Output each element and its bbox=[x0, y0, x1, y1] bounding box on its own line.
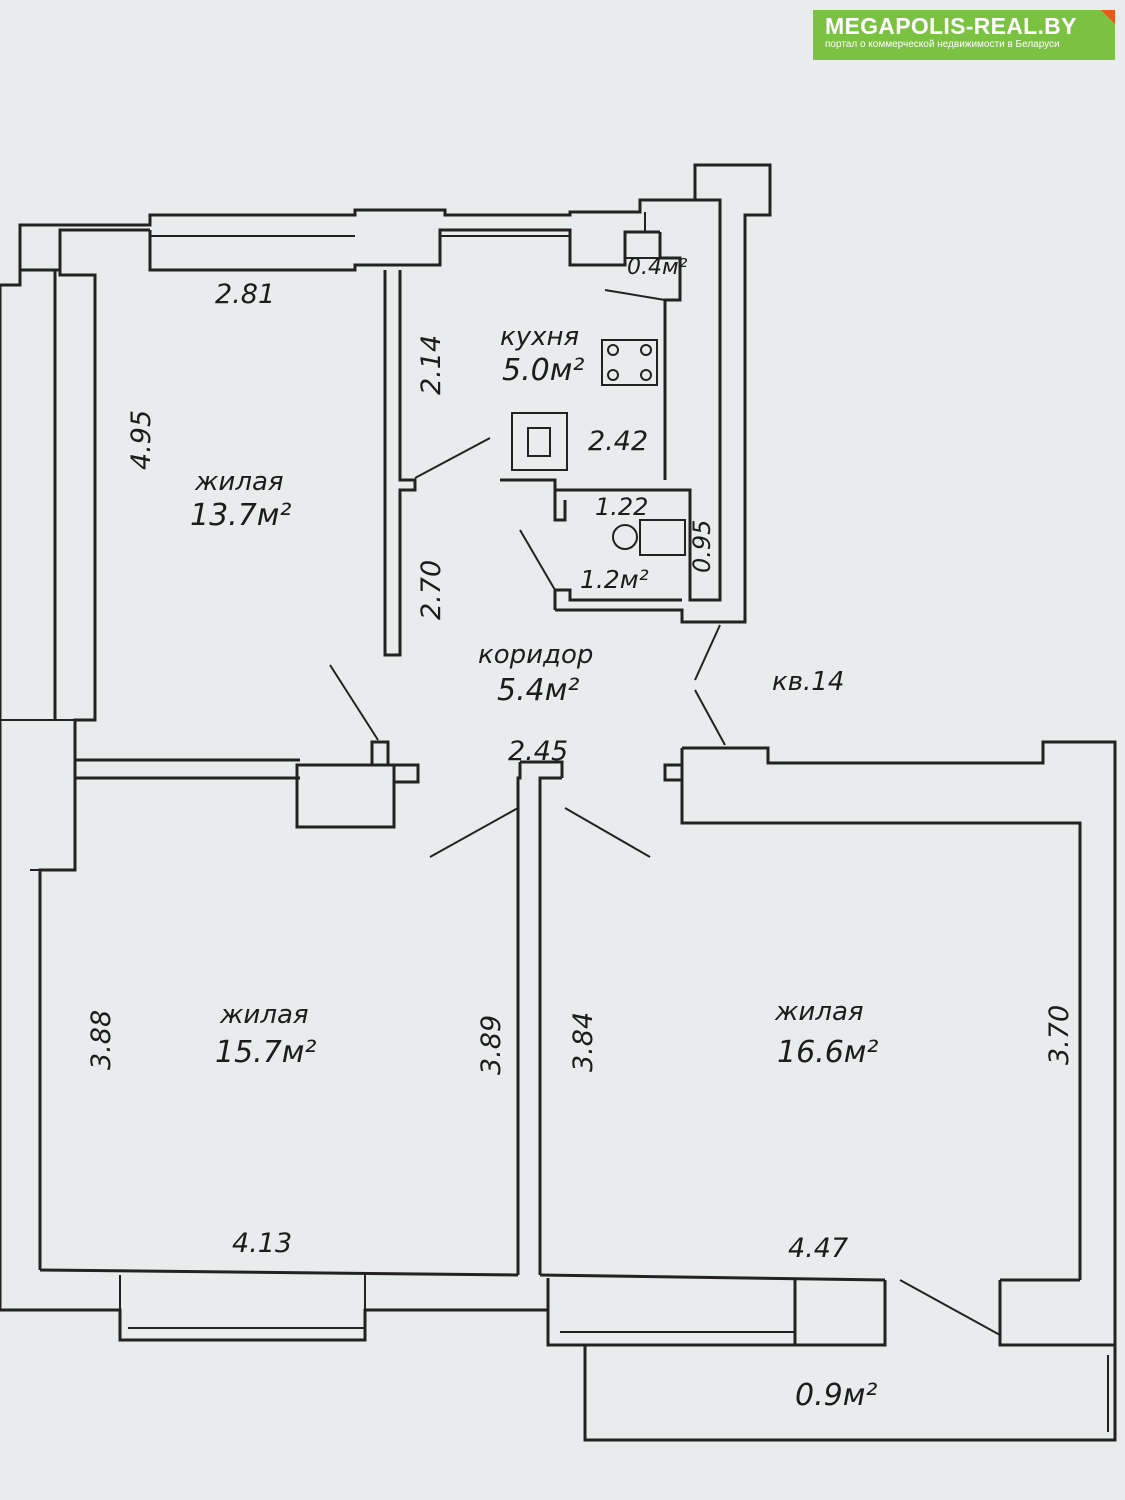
dim-bath-width: 1.22 bbox=[595, 493, 648, 521]
toilet bbox=[612, 519, 686, 556]
kitchen-sink bbox=[511, 412, 568, 471]
balcony-area: 0.9м² bbox=[795, 1378, 877, 1413]
dim-top-room-width: 2.81 bbox=[215, 279, 275, 310]
dim-kitchen-height: 2.14 bbox=[416, 335, 447, 395]
living-top-name: жилая bbox=[194, 467, 284, 497]
living-right-area: 16.6м² bbox=[777, 1035, 878, 1070]
dim-bath-height: 0.95 bbox=[688, 520, 716, 573]
bathroom-walls bbox=[519, 490, 682, 610]
dim-right-room-width: 4.47 bbox=[788, 1233, 848, 1264]
right-room-top-wall bbox=[663, 740, 1117, 1312]
logo-subtitle: портал о коммерческой недвижимости в Бел… bbox=[825, 39, 1060, 50]
logo-title: MEGAPOLIS-REAL.BY bbox=[825, 13, 1077, 39]
dim-right-room-height-b: 3.70 bbox=[1044, 1005, 1075, 1065]
central-partition bbox=[516, 760, 564, 1275]
bathroom-area: 1.2м² bbox=[580, 565, 649, 594]
dim-left-room-height-a: 3.88 bbox=[86, 1010, 117, 1070]
right-riser-wall bbox=[500, 180, 772, 624]
kitchen-name: кухня bbox=[500, 322, 579, 352]
dim-left-room-width: 4.13 bbox=[232, 1228, 292, 1259]
balcony bbox=[583, 1345, 1117, 1442]
dim-right-room-height-a: 3.84 bbox=[568, 1012, 599, 1072]
corridor-area: 5.4м² bbox=[497, 673, 579, 708]
living-top-area: 13.7м² bbox=[190, 498, 291, 533]
dim-top-room-height: 4.95 bbox=[126, 410, 157, 470]
bottom-exterior-wall bbox=[0, 870, 1117, 1347]
left-exterior-wall bbox=[0, 268, 97, 1270]
apartment-label: кв.14 bbox=[772, 667, 844, 697]
door-swings bbox=[329, 437, 1001, 1336]
kitchen-partition bbox=[383, 270, 417, 657]
dim-left-room-height-b: 3.89 bbox=[476, 1015, 507, 1075]
top-exterior-wall bbox=[18, 163, 772, 272]
dim-corridor-height: 2.70 bbox=[416, 560, 447, 620]
kitchen-area: 5.0м² bbox=[502, 353, 584, 388]
living-left-name: жилая bbox=[219, 1000, 309, 1030]
living-left-area: 15.7м² bbox=[215, 1035, 316, 1070]
dim-kitchen-width: 2.42 bbox=[588, 426, 648, 457]
corridor-name: коридор bbox=[478, 640, 593, 670]
pantry-area: 0.4м² bbox=[627, 255, 688, 280]
dim-corridor-width: 2.45 bbox=[508, 736, 568, 767]
living-right-name: жилая bbox=[774, 997, 864, 1027]
kitchen-stove bbox=[601, 339, 658, 386]
megapolis-logo[interactable]: MEGAPOLIS-REAL.BY портал о коммерческой … bbox=[813, 10, 1115, 60]
middle-partition bbox=[75, 740, 420, 829]
logo-corner-accent bbox=[1101, 10, 1115, 24]
